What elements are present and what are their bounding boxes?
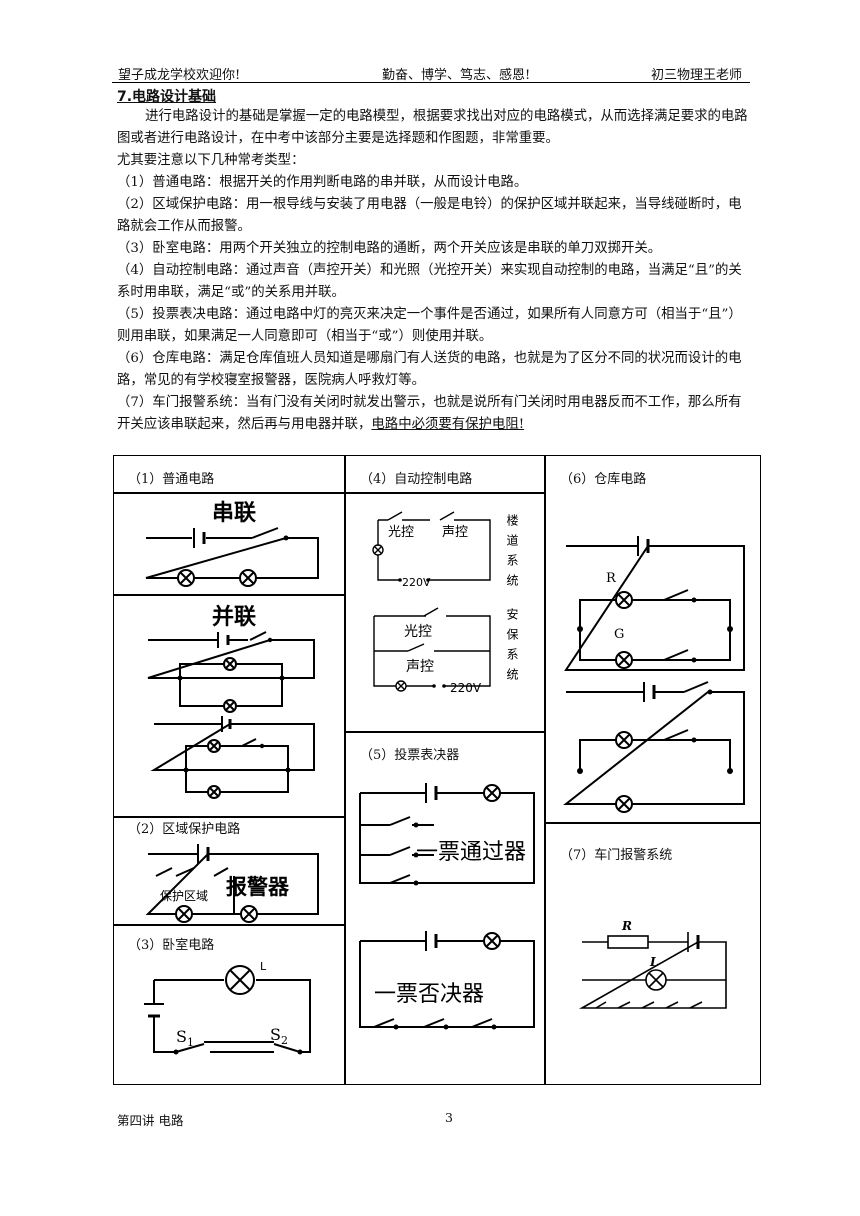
column-divider-2 xyxy=(544,456,546,1084)
warehouse-diagram: R G xyxy=(563,536,745,813)
row-divider xyxy=(114,924,344,926)
item-3: （3）卧室电路：用两个开关独立的控制电路的通断，两个开关应该是串联的单刀双掷开关… xyxy=(117,241,662,256)
row-divider xyxy=(114,492,344,494)
figure-grid: （1）普通电路 （2）区域保护电路 （3）卧室电路 （4）自动控制电路 （5）投… xyxy=(113,455,761,1085)
footer-page-number: 3 xyxy=(445,1110,453,1125)
series-label: 串联 xyxy=(212,501,256,526)
switch-s2-label: S2 xyxy=(270,1025,288,1047)
item-5: （5）投票表决电路：通过电路中灯的亮灭来决定一个事件是否通过，如果所有人同意方可… xyxy=(117,307,742,344)
item-4: （4）自动控制电路：通过声音（声控开关）和光照（光控开关）来实现自动控制的电路，… xyxy=(117,263,742,300)
parallel-circuit-diagram: 并联 xyxy=(147,604,315,799)
caption-bedroom-circuit: （3）卧室电路 xyxy=(128,938,215,953)
section-title: 7.电路设计基础 xyxy=(117,89,217,105)
item-1: （1）普通电路：根据开关的作用判断电路的串并联，从而设计电路。 xyxy=(117,175,528,190)
light-switch-label-1: 光控 xyxy=(388,525,414,540)
sound-switch-label-2: 声控 xyxy=(406,659,434,675)
bedroom-circuit-diagram: L S1 S2 xyxy=(144,960,311,1055)
auto-control-diagram: 光控 声控 220V 光控 声控 220V 楼道系统 安保系统 xyxy=(372,511,519,695)
item-7-emphasis: 电路中必须要有保护电阻! xyxy=(371,417,525,432)
series-circuit-diagram: 串联 xyxy=(145,501,319,587)
caption-warehouse: （6）仓库电路 xyxy=(560,472,647,487)
header-teacher: 初三物理王老师 xyxy=(650,68,742,83)
switch-s1-sub: 1 xyxy=(187,1036,194,1049)
protect-area-label: 保护区域 xyxy=(160,889,208,903)
r-label: R xyxy=(606,571,617,586)
g-label: G xyxy=(614,627,624,642)
item-7-text: （7）车门报警系统：当有门没有关闭时就发出警示，也就是说所有门关闭时用电器反而不… xyxy=(117,395,742,432)
caption-car-door: （7）车门报警系统 xyxy=(560,848,673,863)
header-school: 望子成龙学校欢迎你! xyxy=(118,68,241,83)
resistor-label: R xyxy=(621,919,632,933)
veto-label: 一票否决器 xyxy=(374,982,484,1007)
body-text: 进行电路设计的基础是掌握一定的电路模型，根据要求找出对应的电路模式，从而选择满足… xyxy=(117,106,751,436)
item-2: （2）区域保护电路：用一根导线与安装了用电器（一般是电铃）的保护区域并联起来，当… xyxy=(117,197,742,234)
switch-s1-letter: S xyxy=(176,1027,187,1046)
header-motto: 勤奋、博学、笃志、感恩! xyxy=(382,68,531,83)
pass-label: 一票通过器 xyxy=(416,840,526,865)
column-divider-1 xyxy=(344,456,346,1084)
row-divider xyxy=(344,492,544,494)
protection-circuit-diagram: 保护区域 报警器 xyxy=(145,844,319,923)
security-system-label: 安保系统 xyxy=(505,607,519,688)
parallel-label: 并联 xyxy=(212,604,256,630)
page-header: 望子成龙学校欢迎你! 勤奋、博学、笃志、感恩! 初三物理王老师 xyxy=(112,62,750,83)
row-divider xyxy=(544,822,760,824)
voltage-label-2: 220V xyxy=(450,681,482,695)
note-line: 尤其要注意以下几种常考类型： xyxy=(117,153,305,168)
item-6: （6）仓库电路：满足仓库值班人员知道是哪扇门有人送货的电路，也就是为了区分不同的… xyxy=(117,351,742,388)
intro-paragraph: 进行电路设计的基础是掌握一定的电路模型，根据要求找出对应的电路模式，从而选择满足… xyxy=(117,109,748,146)
switch-s1-label: S1 xyxy=(176,1027,194,1049)
row-divider xyxy=(114,816,344,818)
alarm-label: 报警器 xyxy=(226,875,290,899)
switch-s2-sub: 2 xyxy=(281,1034,288,1047)
row-divider xyxy=(114,594,344,596)
item-7: （7）车门报警系统：当有门没有关闭时就发出警示，也就是说所有门关闭时用电器反而不… xyxy=(117,392,751,436)
footer-lesson: 第四讲 电路 xyxy=(117,1113,184,1128)
caption-auto-control: （4）自动控制电路 xyxy=(360,472,473,487)
voltage-label-1: 220V xyxy=(402,576,431,589)
caption-protection-circuit: （2）区域保护电路 xyxy=(128,822,241,837)
voting-diagram: 一票通过器 一票否决器 xyxy=(359,783,535,1030)
lamp-l-label: L xyxy=(649,955,658,969)
caption-voting: （5）投票表决器 xyxy=(360,748,460,763)
light-switch-label-2: 光控 xyxy=(404,624,432,640)
switch-s2-letter: S xyxy=(270,1025,281,1044)
car-door-alarm-diagram: R L xyxy=(578,919,727,1009)
corridor-system-label: 楼道系统 xyxy=(505,513,519,594)
row-divider xyxy=(344,731,544,733)
lamp-label: L xyxy=(260,960,267,973)
sound-switch-label-1: 声控 xyxy=(442,525,468,540)
caption-normal-circuit: （1）普通电路 xyxy=(128,472,215,487)
